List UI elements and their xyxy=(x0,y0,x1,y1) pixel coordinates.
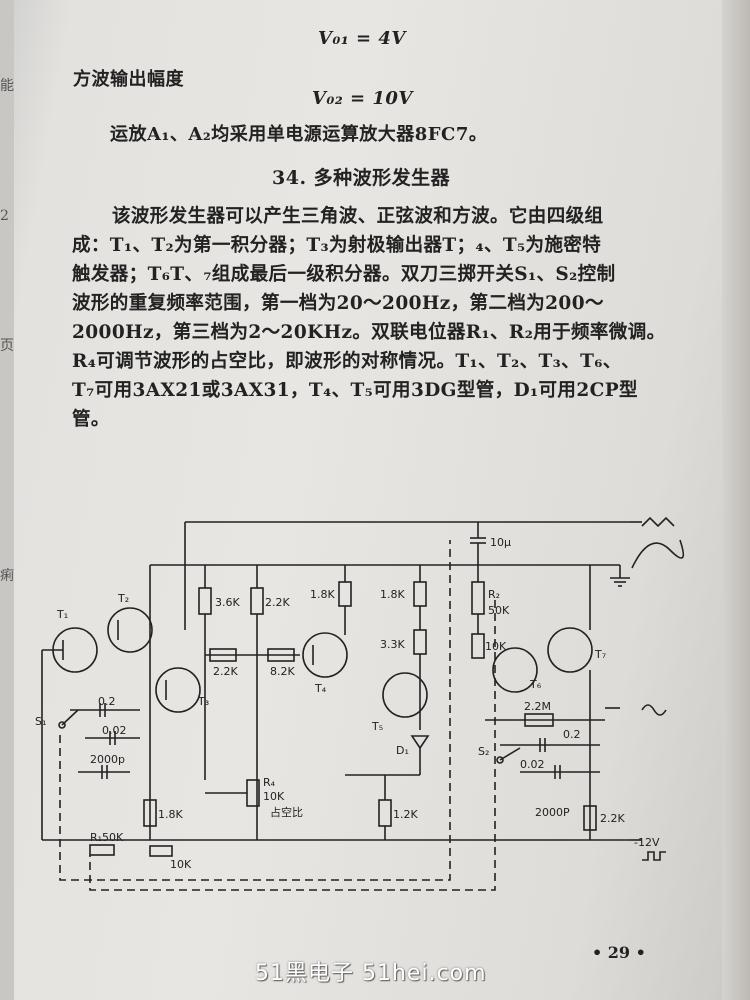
label-t4: T₄ xyxy=(314,682,327,695)
label-cap-10u: 10μ xyxy=(490,536,511,549)
label-d1: D₁ xyxy=(396,744,409,757)
resistor-10k-right-icon xyxy=(471,633,485,659)
edge-char: 页 xyxy=(0,338,14,354)
paragraph-line: R₄可调节波形的占空比，即波形的对称情况。T₁、T₂、T₃、T₆、 xyxy=(72,351,622,372)
equation-vo1: V₀₁ = 4V xyxy=(318,28,406,49)
triangle-wave-icon xyxy=(641,516,675,528)
label-cap: 2000P xyxy=(535,806,570,819)
label-supply: -12V xyxy=(634,836,660,849)
label-resistor: 2.2K xyxy=(213,665,238,678)
watermark: 51黑电子 51hei.com xyxy=(255,961,487,986)
resistor-2-2k-h-icon xyxy=(209,648,237,662)
equation-vo2: V₀₂ = 10V xyxy=(312,88,413,109)
label-resistor: 8.2K xyxy=(270,665,295,678)
label-cap: 0.2 xyxy=(98,695,116,708)
label-resistor: 1.2K xyxy=(393,808,418,821)
label-resistor: 1.8K xyxy=(158,808,183,821)
page-number: • 29 • xyxy=(592,943,646,962)
label-t2: T₂ xyxy=(117,592,129,605)
label-s1: S₁ xyxy=(35,715,46,728)
label-r4-value: 10K xyxy=(263,790,285,803)
potentiometer-r2-icon xyxy=(471,581,485,615)
label-resistor: 2.2M xyxy=(524,700,551,713)
label-t5: T₅ xyxy=(371,720,383,733)
label-r2-value: 50K xyxy=(488,604,510,617)
left-page-edge xyxy=(0,0,14,1000)
paragraph-line: 触发器；T₆T、₇组成最后一级积分器。双刀三掷开关S₁、S₂控制 xyxy=(72,264,616,285)
label-t1: T₁ xyxy=(56,608,68,621)
square-wave-label: 方波输出幅度 xyxy=(73,69,184,90)
label-t6: T₆ xyxy=(529,678,542,691)
transistor-t4-icon xyxy=(302,632,348,678)
gang-link-line xyxy=(59,540,451,881)
resistor-1-8k-c-icon xyxy=(143,799,157,827)
diode-d1-icon xyxy=(410,735,430,750)
transistor-t6-icon xyxy=(492,647,538,693)
resistor-2-2m-icon xyxy=(524,713,554,727)
edge-char: 能 xyxy=(0,78,14,94)
label-r2: R₂ xyxy=(488,588,500,601)
paragraph-line: T₇可用3AX21或3AX31，T₄、T₅可用3DG型管，D₁可用2CP型 xyxy=(72,380,638,401)
transistor-t5-icon xyxy=(382,672,428,718)
label-resistor: 2.2K xyxy=(265,596,290,609)
label-cap: 0.02 xyxy=(102,724,127,737)
label-cap: 2000p xyxy=(90,753,125,766)
resistor-1-8k-b-icon xyxy=(413,581,427,607)
resistor-8-2k-icon xyxy=(267,648,295,662)
label-t3: T₃ xyxy=(197,695,209,708)
square-wave-out-icon xyxy=(641,704,667,716)
square-wave-icon xyxy=(642,851,666,861)
section-title: 34. 多种波形发生器 xyxy=(272,167,451,189)
resistor-1-8k-icon xyxy=(338,581,352,607)
label-s2: S₂ xyxy=(478,745,489,758)
resistor-1-2k-icon xyxy=(378,799,392,827)
resistor-3-3k-icon xyxy=(413,629,427,655)
label-cap: 0.2 xyxy=(563,728,581,741)
edge-char: 痢 xyxy=(0,568,14,584)
transistor-t7-icon xyxy=(547,627,593,673)
label-resistor: 1.8K xyxy=(380,588,405,601)
label-r1: R₁50K xyxy=(90,831,124,844)
resistor-2-2k-icon xyxy=(250,587,264,615)
label-resistor: 3.6K xyxy=(215,596,240,609)
label-resistor: 3.3K xyxy=(380,638,405,651)
paragraph-line: 管。 xyxy=(72,409,110,430)
circuit-diagram: T₁ T₂ T₃ T₄ T₅ T₆ T₇ S₁ S₂ D₁ 0.2 0.02 2… xyxy=(35,516,685,891)
transistor-t2-icon xyxy=(107,607,153,653)
section-paragraph: 该波形发生器可以产生三角波、正弦波和方波。它由四级组 成：T₁、T₂为第一积分器… xyxy=(72,202,692,434)
label-resistor: 10K xyxy=(170,858,192,871)
label-t7: T₇ xyxy=(594,648,606,661)
paragraph-line: 2000Hz，第三档为2～20KHz。双联电位器R₁、R₂用于频率微调。 xyxy=(72,322,666,343)
opamp-note: 运放A₁、A₂均采用单电源运算放大器8FC7。 xyxy=(110,124,488,145)
edge-char: 2 xyxy=(0,208,9,224)
label-resistor: 2.2K xyxy=(600,812,625,825)
label-resistor: 10K xyxy=(485,640,507,653)
label-cap: 0.02 xyxy=(520,758,545,771)
transistor-t3-icon xyxy=(155,667,201,713)
label-r4: R₄ xyxy=(263,776,276,789)
resistor-3-6k-icon xyxy=(198,587,212,615)
potentiometer-r1-icon xyxy=(89,844,115,856)
sine-wave-icon xyxy=(631,539,685,569)
resistor-10k-icon xyxy=(149,845,173,857)
resistor-2-2k-c-icon xyxy=(583,805,597,831)
label-resistor: 1.8K xyxy=(310,588,335,601)
paragraph-line: 成：T₁、T₂为第一积分器；T₃为射极输出器T；₄、T₅为施密特 xyxy=(72,235,602,256)
right-page-edge xyxy=(722,0,750,1000)
label-r4-note: 占空比 xyxy=(270,805,303,819)
paragraph-line: 该波形发生器可以产生三角波、正弦波和方波。它由四级组 xyxy=(112,206,604,227)
paragraph-line: 波形的重复频率范围，第一档为20～200Hz，第二档为200～ xyxy=(72,293,604,314)
